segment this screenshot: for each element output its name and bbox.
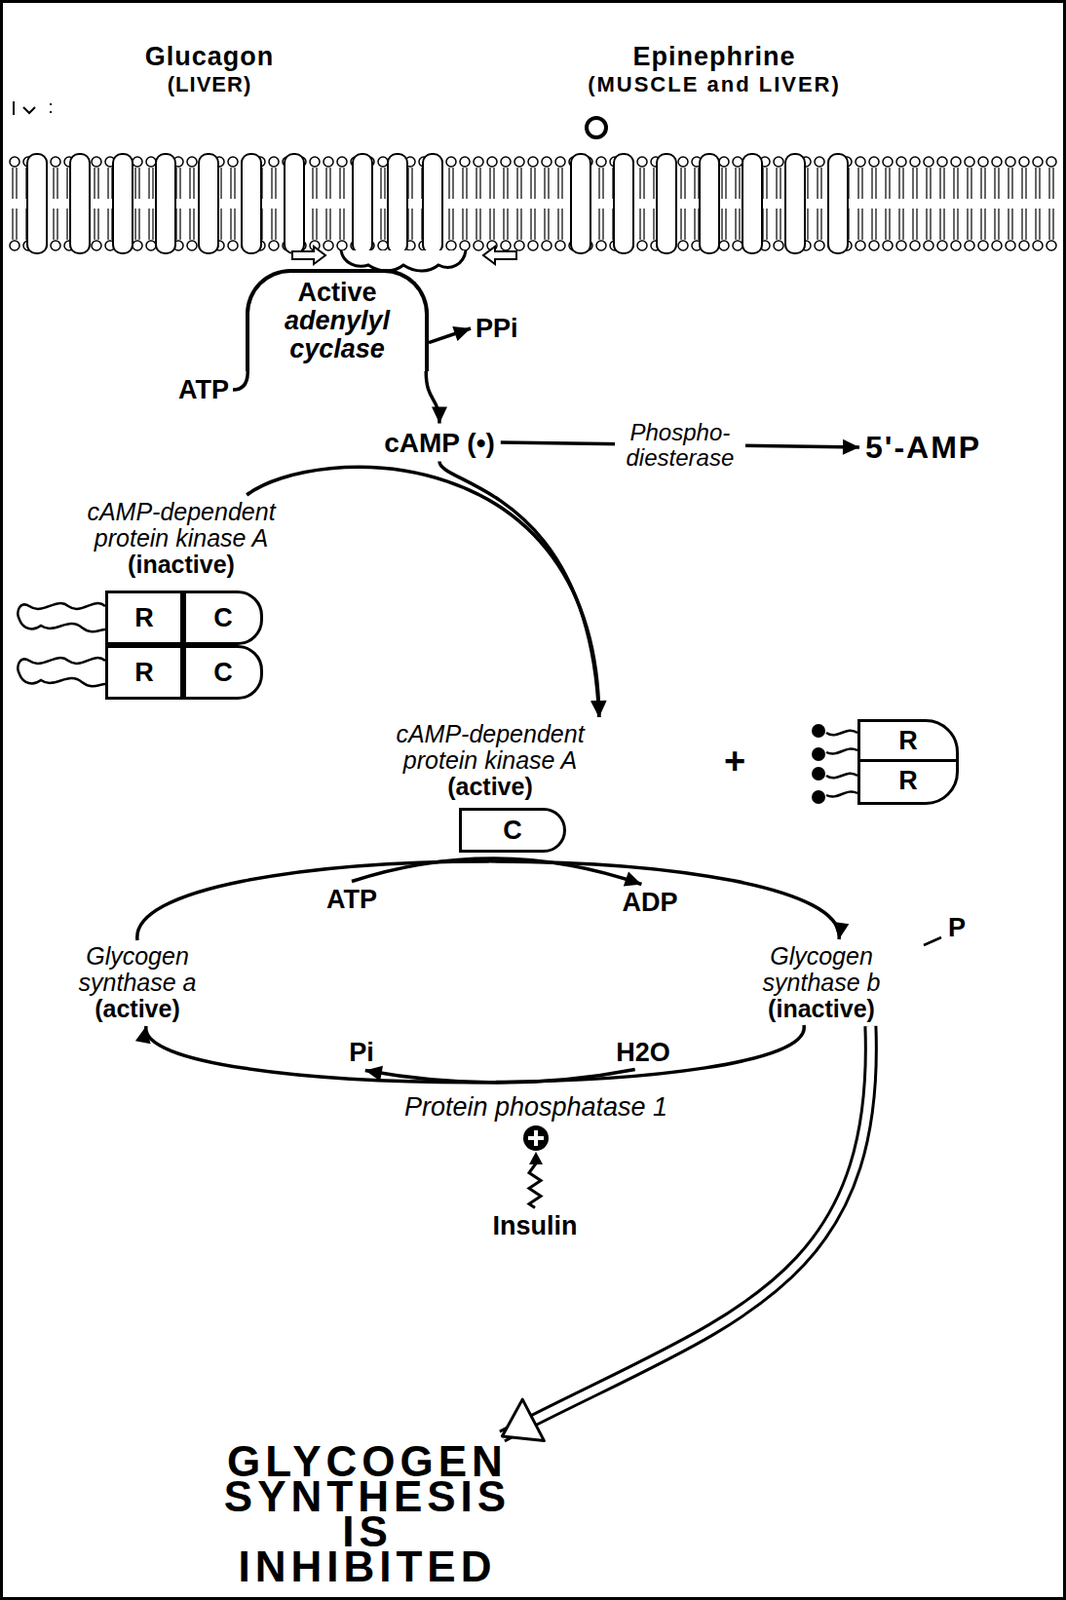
connector-line — [137, 861, 839, 941]
node-text: 5'-AMP — [865, 429, 982, 465]
enzyme-label: cAMP-dependent protein kinase A(active) — [363, 721, 617, 800]
node-text: C — [213, 605, 233, 632]
node-text: Active — [253, 278, 421, 307]
node-text: Insulin — [493, 1211, 578, 1242]
arrow-connector — [439, 461, 607, 719]
arrowhead — [431, 407, 448, 424]
node-text: C — [213, 659, 233, 686]
hormone-name: Epinephrine — [632, 41, 796, 73]
node-text: R — [134, 605, 154, 632]
phosphate-bond — [923, 937, 942, 946]
node-text: (inactive) — [733, 995, 910, 1023]
node-text: Glycogen synthase a — [49, 943, 226, 996]
node-text: ATP — [326, 884, 378, 915]
arrow-connector — [365, 1066, 636, 1083]
enzyme-label: Protein phosphatase 1 — [404, 1093, 668, 1151]
node-text: (inactive) — [64, 551, 299, 578]
arrowhead — [591, 700, 608, 718]
node-text: ADP — [621, 887, 678, 918]
signal-arrow — [292, 246, 326, 265]
node-text: Glycogen synthase b — [733, 943, 910, 996]
metabolite-label: ATP — [326, 884, 378, 915]
node-text: Pi — [348, 1037, 375, 1068]
arrowhead — [623, 871, 643, 886]
catalytic-subunit: C — [183, 645, 264, 700]
arrowhead — [590, 700, 607, 718]
node-text: cAMP-dependent protein kinase A — [64, 498, 299, 552]
tissue-name: (LIVER) — [167, 72, 252, 97]
arrow-connector — [137, 861, 850, 941]
node-text: PPi — [475, 313, 519, 344]
node-text: R — [134, 659, 154, 686]
node-text: cAMP-dependent protein kinase A — [363, 721, 617, 774]
connector-line — [232, 371, 248, 390]
arrowhead — [365, 1066, 383, 1082]
metabolite-label: Pi — [348, 1037, 375, 1068]
metabolite-label: ATP — [178, 375, 229, 406]
signal-arrow — [483, 246, 517, 265]
node-text: (active) — [49, 995, 226, 1023]
hormone-symbol — [586, 117, 607, 138]
bound-camp — [811, 723, 858, 804]
node-text: (active) — [363, 773, 617, 800]
regulatory-dimer: RR — [857, 719, 959, 805]
arrowhead — [842, 439, 860, 456]
enzyme-label: Glycogen synthase a(active) — [49, 943, 226, 1023]
arrow-connector — [425, 371, 448, 424]
connector-line — [439, 461, 600, 719]
metabolite-label: 5'-AMP — [865, 429, 982, 465]
connector-line — [146, 1025, 804, 1083]
node-text: R — [860, 761, 956, 802]
regulatory-subunit: R — [105, 645, 184, 700]
regulatory-subunit: R — [105, 590, 184, 646]
node-text: GLYCOGEN SYNTHESIS IS INHIBITED — [224, 1444, 511, 1585]
enzyme-label: cAMP-dependent protein kinase A(inactive… — [64, 498, 299, 578]
phosphate-label: P — [948, 913, 966, 944]
zigzag-line — [529, 1163, 541, 1209]
arrowhead — [501, 1399, 544, 1442]
arrowhead — [452, 326, 471, 342]
plus-sign: + — [723, 739, 746, 783]
arrow-connector — [428, 326, 471, 343]
enzyme-label: Glycogen synthase b(inactive) — [733, 943, 910, 1023]
catalytic-subunit: C — [458, 807, 567, 853]
metabolite-label: ADP — [621, 887, 678, 918]
metabolite-label: cAMP (•) — [383, 427, 495, 458]
arrowhead — [135, 1026, 152, 1044]
outcome-text: GLYCOGEN SYNTHESIS IS INHIBITED — [224, 1444, 511, 1585]
tissue-name: (MUSCLE and LIVER) — [587, 72, 841, 97]
receptor-helices — [27, 153, 848, 254]
node-text: ATP — [178, 375, 229, 406]
arrowhead — [529, 1151, 543, 1165]
metabolite-label: PPi — [475, 313, 519, 344]
hormone-name: Glucagon — [145, 41, 275, 73]
arrow-connector — [232, 371, 248, 390]
node-text: H2O — [615, 1037, 671, 1068]
edge-label: Phospho- diesterase — [614, 419, 746, 471]
node-text: adenylyl cyclase — [253, 306, 421, 364]
zigzag-arrow — [529, 1151, 543, 1209]
enzyme-shape: Activeadenylyl cyclase — [245, 268, 429, 372]
connector-line — [365, 1069, 636, 1084]
hormone-symbol — [13, 101, 51, 115]
arrow-connector — [246, 466, 607, 718]
activation-symbol — [523, 1125, 549, 1151]
cyclase-membrane-part — [341, 250, 466, 271]
node-text: C — [502, 817, 523, 844]
metabolite-label: H2O — [615, 1037, 671, 1068]
node-text: cAMP (•) — [383, 427, 495, 458]
node-text: Protein phosphatase 1 — [404, 1093, 668, 1122]
catalytic-subunit: C — [183, 590, 264, 646]
connector-line — [246, 466, 600, 718]
arrowhead — [833, 921, 849, 940]
subunit-tail — [17, 603, 106, 686]
hormone-label: Insulin — [493, 1211, 578, 1242]
node-text: R — [860, 722, 956, 762]
arrow-connector — [135, 1025, 804, 1083]
